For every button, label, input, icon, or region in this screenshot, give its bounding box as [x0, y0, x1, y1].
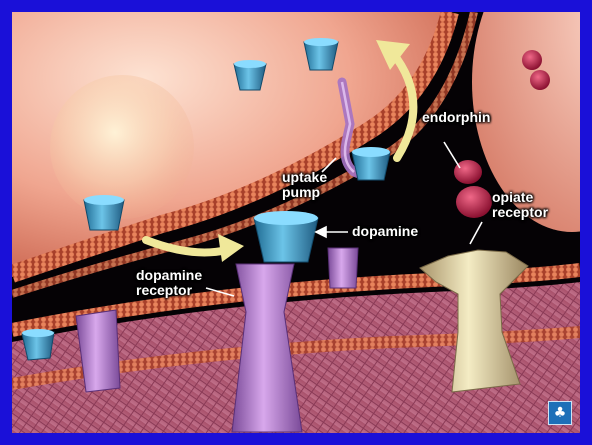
- label-opiate-receptor: opiate receptor: [492, 190, 548, 220]
- synapse-illustration: uptake pump endorphin opiate receptor do…: [12, 12, 580, 433]
- label-uptake-pump: uptake pump: [282, 170, 327, 200]
- synapse-diagram: [12, 12, 580, 433]
- logo-icon: ♣: [548, 401, 572, 425]
- label-dopamine-receptor: dopamine receptor: [136, 268, 202, 298]
- label-dopamine: dopamine: [352, 224, 418, 239]
- label-endorphin: endorphin: [422, 110, 490, 125]
